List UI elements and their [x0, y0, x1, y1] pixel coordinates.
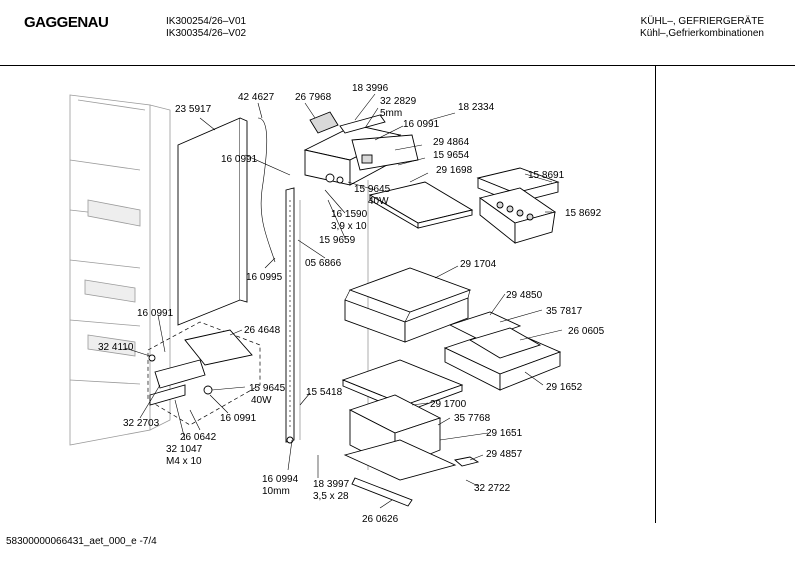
part-note: M4 x 10 [166, 456, 202, 467]
part-label: 32 2722 [474, 483, 511, 494]
part-label: 29 1700 [430, 399, 467, 410]
lamp-housing [147, 321, 261, 426]
drawer-upper [344, 267, 472, 343]
part-note: 5mm [380, 108, 402, 119]
glass-shelf-top [368, 181, 474, 229]
part-label: 15 9645 [249, 383, 286, 394]
part-label: 15 9645 [354, 184, 391, 195]
part-label: 05 6866 [305, 258, 342, 269]
model-number-2: IK300354/26–V02 [166, 28, 247, 39]
part-label: 35 7768 [454, 413, 491, 424]
control-unit [303, 111, 419, 186]
category-title: KÜHL–, GEFRIERGERÄTE Kühl–,Gefrierkombin… [640, 16, 764, 40]
category-line-2: Kühl–,Gefrierkombinationen [640, 28, 764, 39]
part-label: 42 4627 [238, 92, 275, 103]
part-label: 15 5418 [306, 387, 343, 398]
part-label: 18 2334 [458, 102, 495, 113]
part-label: 26 0626 [362, 514, 399, 525]
category-line-1: KÜHL–, GEFRIERGERÄTE [640, 16, 764, 27]
model-numbers: IK300254/26–V01 IK300354/26–V02 [166, 16, 246, 40]
part-label: 16 0995 [246, 272, 283, 283]
part-label: 29 1651 [486, 428, 523, 439]
part-label: 35 7817 [546, 306, 583, 317]
brand-logo: GAGGENAU [24, 14, 109, 31]
part-label: 29 1652 [546, 382, 583, 393]
part-label: 29 4850 [506, 290, 543, 301]
part-label: 15 9659 [319, 235, 356, 246]
part-note: 3,9 x 10 [331, 221, 367, 232]
leader-lines [124, 93, 563, 509]
part-label: 23 5917 [175, 104, 212, 115]
part-label: 29 4864 [433, 137, 470, 148]
part-label: 16 0991 [220, 413, 257, 424]
part-label: 16 0991 [403, 119, 440, 130]
side-divider [655, 65, 656, 523]
door-panel [177, 117, 248, 326]
part-note: 3,5 x 28 [313, 491, 349, 502]
model-number-1: IK300254/26–V01 [166, 16, 247, 27]
header-divider [0, 65, 795, 66]
part-label: 18 3996 [352, 83, 389, 94]
fridge-body-outline [69, 94, 171, 446]
glass-shelf-mid [341, 359, 464, 413]
part-label: 15 9654 [433, 150, 470, 161]
part-label: 16 0991 [137, 308, 174, 319]
part-label: 26 0642 [180, 432, 217, 443]
part-label: 29 4857 [486, 449, 523, 460]
part-label: 29 1704 [460, 259, 497, 270]
part-note: 40W [368, 196, 389, 207]
bottom-rail [351, 477, 413, 507]
part-label: 16 1590 [331, 209, 368, 220]
egg-tray [476, 167, 560, 244]
drawer-right [443, 311, 562, 391]
part-label: 29 1698 [436, 165, 473, 176]
cable [257, 117, 276, 263]
part-label: 15 8691 [528, 170, 565, 181]
part-label: 26 7968 [295, 92, 332, 103]
part-note: 40W [251, 395, 272, 406]
part-label: 26 4648 [244, 325, 281, 336]
part-label: 16 0994 [262, 474, 299, 485]
side-rail [285, 187, 295, 444]
part-label: 15 8692 [565, 208, 602, 219]
part-label: 18 3997 [313, 479, 350, 490]
part-note: 10mm [262, 486, 290, 497]
part-labels: 23 5917 42 4627 26 7968 18 3996 32 2829 … [98, 83, 605, 525]
part-label: 32 4110 [98, 342, 134, 353]
part-label: 16 0991 [221, 154, 258, 165]
part-label: 32 2829 [380, 96, 417, 107]
document-id: 58300000066431_aet_000_e -7/4 [6, 536, 157, 547]
part-label: 32 2703 [123, 418, 160, 429]
part-label: 26 0605 [568, 326, 605, 337]
part-label: 32 1047 [166, 444, 203, 455]
